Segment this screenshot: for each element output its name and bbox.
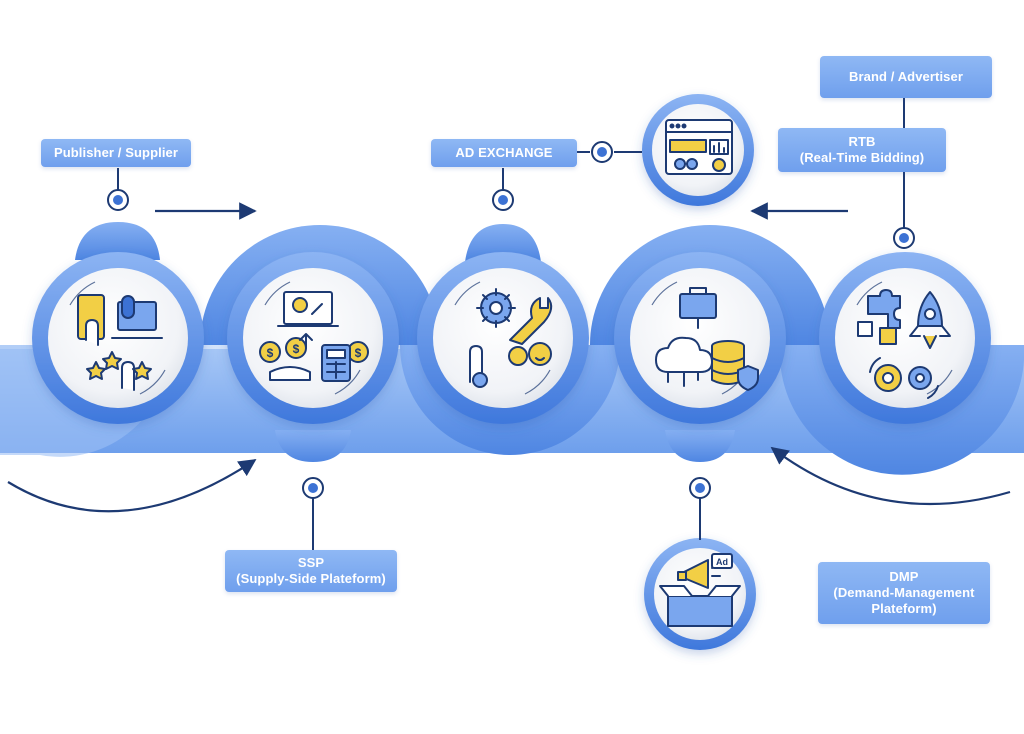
svg-text:$: $ [293,342,300,356]
svg-text:$: $ [355,346,362,360]
advertising-megaphone-icon: Ad [659,553,741,627]
label-publisher-supplier: Publisher / Supplier [41,139,191,167]
nub-2 [275,430,351,462]
ad-badge-text: Ad [716,557,728,567]
connector-dots [107,141,915,499]
nub-3 [465,224,541,262]
rtb-puzzle-rocket-icon [857,289,951,399]
ssp-monetization-icon: $ $ $ [259,291,369,382]
ad-exchange-tools-icon [469,288,553,388]
label-dmp: DMP (Demand-Management Plateform) [818,562,990,624]
dmp-data-storage-icon [655,287,759,391]
label-rtb: RTB (Real-Time Bidding) [778,128,946,172]
label-ssp: SSP (Supply-Side Plateform) [225,550,397,592]
nub-4 [665,430,735,462]
analytics-dashboard-icon [665,119,733,175]
svg-text:$: $ [267,346,274,360]
arrow-bottom-left-curve [7,459,257,513]
arrow-bottom-right-curve [770,446,1011,506]
nub-1 [75,222,160,260]
publisher-devices-icon [77,294,163,391]
label-ad-exchange: AD EXCHANGE [431,139,577,167]
label-brand-advertiser: Brand / Advertiser [820,56,992,98]
